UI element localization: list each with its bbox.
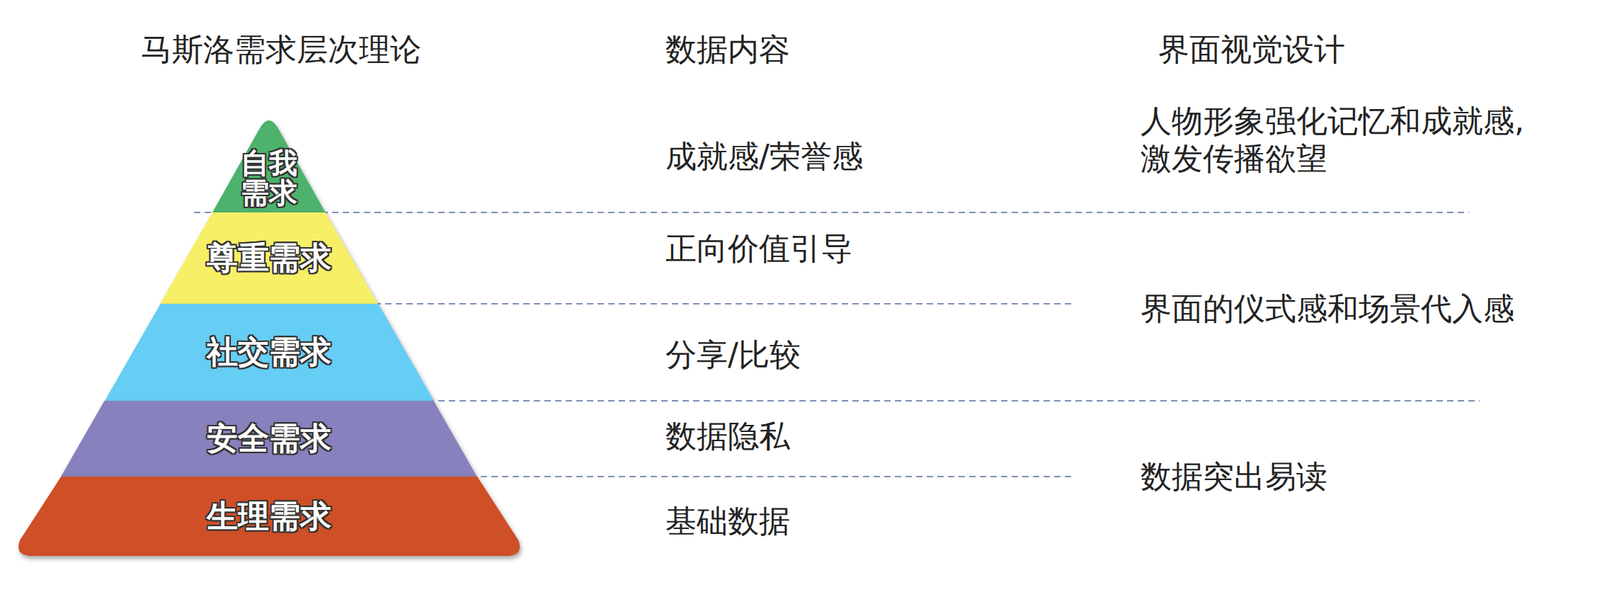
band-label: 安全需求 <box>206 421 332 455</box>
data-content: 分享/比较 <box>665 335 801 374</box>
band-label: 尊重需求 <box>206 241 332 274</box>
design-note: 人物形象强化记忆和成就感, 激发传播欲望 <box>1140 101 1594 177</box>
data-content: 数据隐私 <box>665 416 791 455</box>
column-header: 马斯洛需求层次理论 <box>140 30 422 68</box>
physiological-band: 生理需求 <box>15 476 523 556</box>
self-actualization-band: 自我 需求 <box>212 113 326 213</box>
band-fill <box>18 476 520 556</box>
data-content: 基础数据 <box>665 501 791 540</box>
dashed-divider <box>193 211 1470 214</box>
band-fill <box>212 120 326 213</box>
social-band: 社交需求 <box>104 303 434 401</box>
band-fill <box>160 212 379 304</box>
esteem-band: 尊重需求 <box>160 212 379 304</box>
data-content: 成就感/荣誉感 <box>665 137 864 175</box>
band-fill <box>104 303 434 401</box>
band-label: 自我 需求 <box>237 147 301 208</box>
band-fill <box>60 400 478 477</box>
design-note: 数据突出易读 <box>1140 457 1328 495</box>
column-header: 数据内容 <box>665 30 791 68</box>
band-label: 社交需求 <box>206 335 332 369</box>
safety-band: 安全需求 <box>60 400 478 477</box>
column-header: 界面视觉设计 <box>1158 30 1346 68</box>
design-note: 界面的仪式感和场景代入感 <box>1140 289 1515 328</box>
band-label: 生理需求 <box>206 499 332 533</box>
data-content: 正向价值引导 <box>665 229 853 267</box>
